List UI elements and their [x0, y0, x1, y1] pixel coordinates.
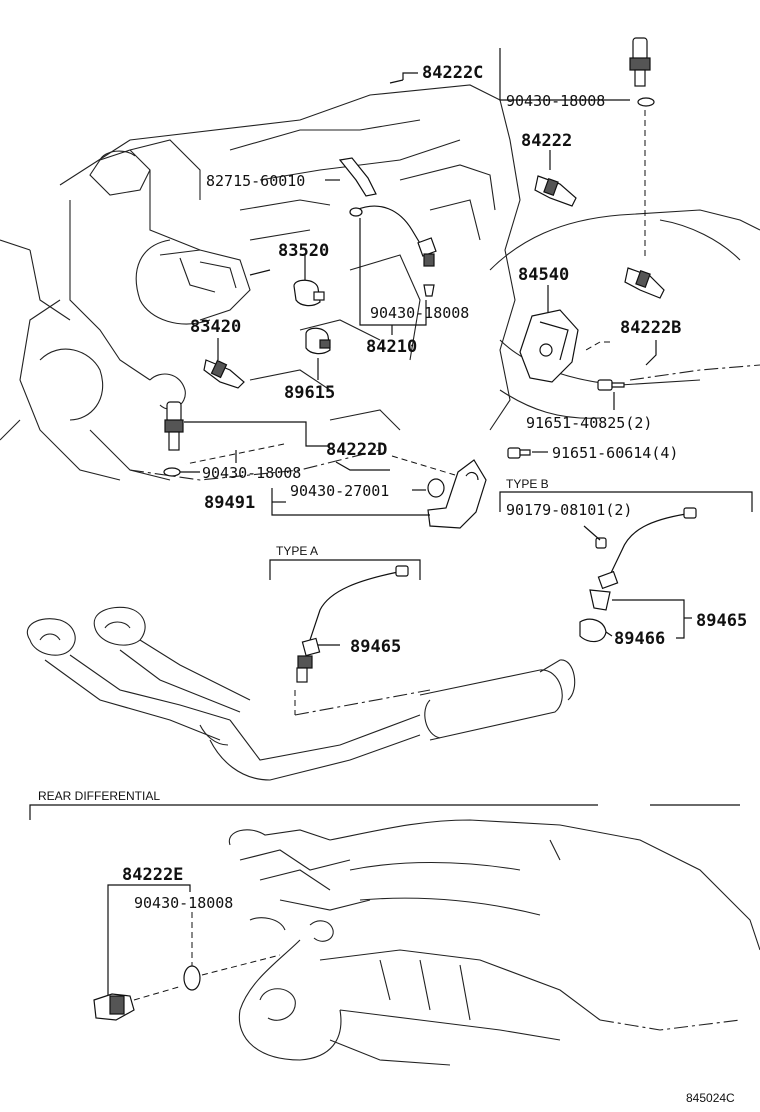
sensor-89465-type-a-shape [296, 565, 409, 683]
bolt-91651-60614-shape [507, 447, 531, 459]
label-90430-27001[interactable]: 90430-27001 [290, 482, 389, 500]
gasket-89466-shape [579, 618, 607, 643]
exhaust-manifold-drawing [27, 606, 576, 781]
label-90179-08101[interactable]: 90179-08101(2) [506, 501, 632, 519]
label-84222C[interactable]: 84222C [422, 63, 483, 83]
rear-differential-drawing [228, 819, 760, 1066]
label-89615[interactable]: 89615 [284, 383, 335, 403]
switch-83520-shape [293, 279, 325, 307]
bracket-89491-shape [427, 459, 487, 529]
sensor-89615-shape [305, 327, 331, 355]
leader-lines [29, 48, 753, 1001]
gasket-90430-18008-d-shape [183, 965, 201, 991]
label-90430-18008-c[interactable]: 90430-18008 [202, 464, 301, 482]
label-89465-type-a[interactable]: 89465 [350, 637, 401, 657]
label-84210[interactable]: 84210 [366, 337, 417, 357]
figure-code: 845024C [686, 1091, 735, 1105]
label-rear-differential: REAR DIFFERENTIAL [38, 789, 160, 803]
label-90430-18008-b[interactable]: 90430-18008 [370, 304, 469, 322]
gasket-90430-18008-c-shape [163, 467, 181, 477]
label-91651-40825[interactable]: 91651-40825(2) [526, 414, 652, 432]
label-90430-18008-d[interactable]: 90430-18008 [134, 894, 233, 912]
gasket-90430-27001-shape [427, 478, 445, 498]
label-83520[interactable]: 83520 [278, 241, 329, 261]
sensor-89465-type-b-shape [589, 507, 697, 611]
label-84222B[interactable]: 84222B [620, 318, 681, 338]
label-83420[interactable]: 83420 [190, 317, 241, 337]
part-labels: 84222C 90430-18008 84222 82715-60010 835… [38, 63, 747, 1105]
bolt-91651-40825-shape [597, 379, 625, 391]
sensor-84222c-shape [629, 37, 655, 107]
sensor-84222d-shape [164, 401, 184, 451]
label-84540[interactable]: 84540 [518, 265, 569, 285]
label-type-a: TYPE A [276, 544, 318, 558]
label-89491[interactable]: 89491 [204, 493, 255, 513]
label-84222[interactable]: 84222 [521, 131, 572, 151]
clamp-82715-shape [338, 157, 377, 197]
label-89465-type-b[interactable]: 89465 [696, 611, 747, 631]
sensor-84222e-shape [93, 993, 135, 1021]
switch-84540-shape [519, 309, 579, 383]
label-84222E[interactable]: 84222E [122, 865, 183, 885]
label-type-b: TYPE B [506, 477, 549, 491]
sender-83420-shape [203, 359, 245, 389]
label-91651-60614[interactable]: 91651-60614(4) [552, 444, 678, 462]
sensor-84210-shape [349, 205, 437, 297]
part-shapes [93, 37, 697, 1021]
sensor-84222b-shape [624, 267, 665, 299]
sensor-84222-shape [534, 175, 577, 207]
label-82715-60010[interactable]: 82715-60010 [206, 172, 305, 190]
label-89466[interactable]: 89466 [614, 629, 665, 649]
label-90430-18008-a[interactable]: 90430-18008 [506, 92, 605, 110]
nut-90179-shape [595, 537, 607, 549]
label-84222D[interactable]: 84222D [326, 440, 387, 460]
